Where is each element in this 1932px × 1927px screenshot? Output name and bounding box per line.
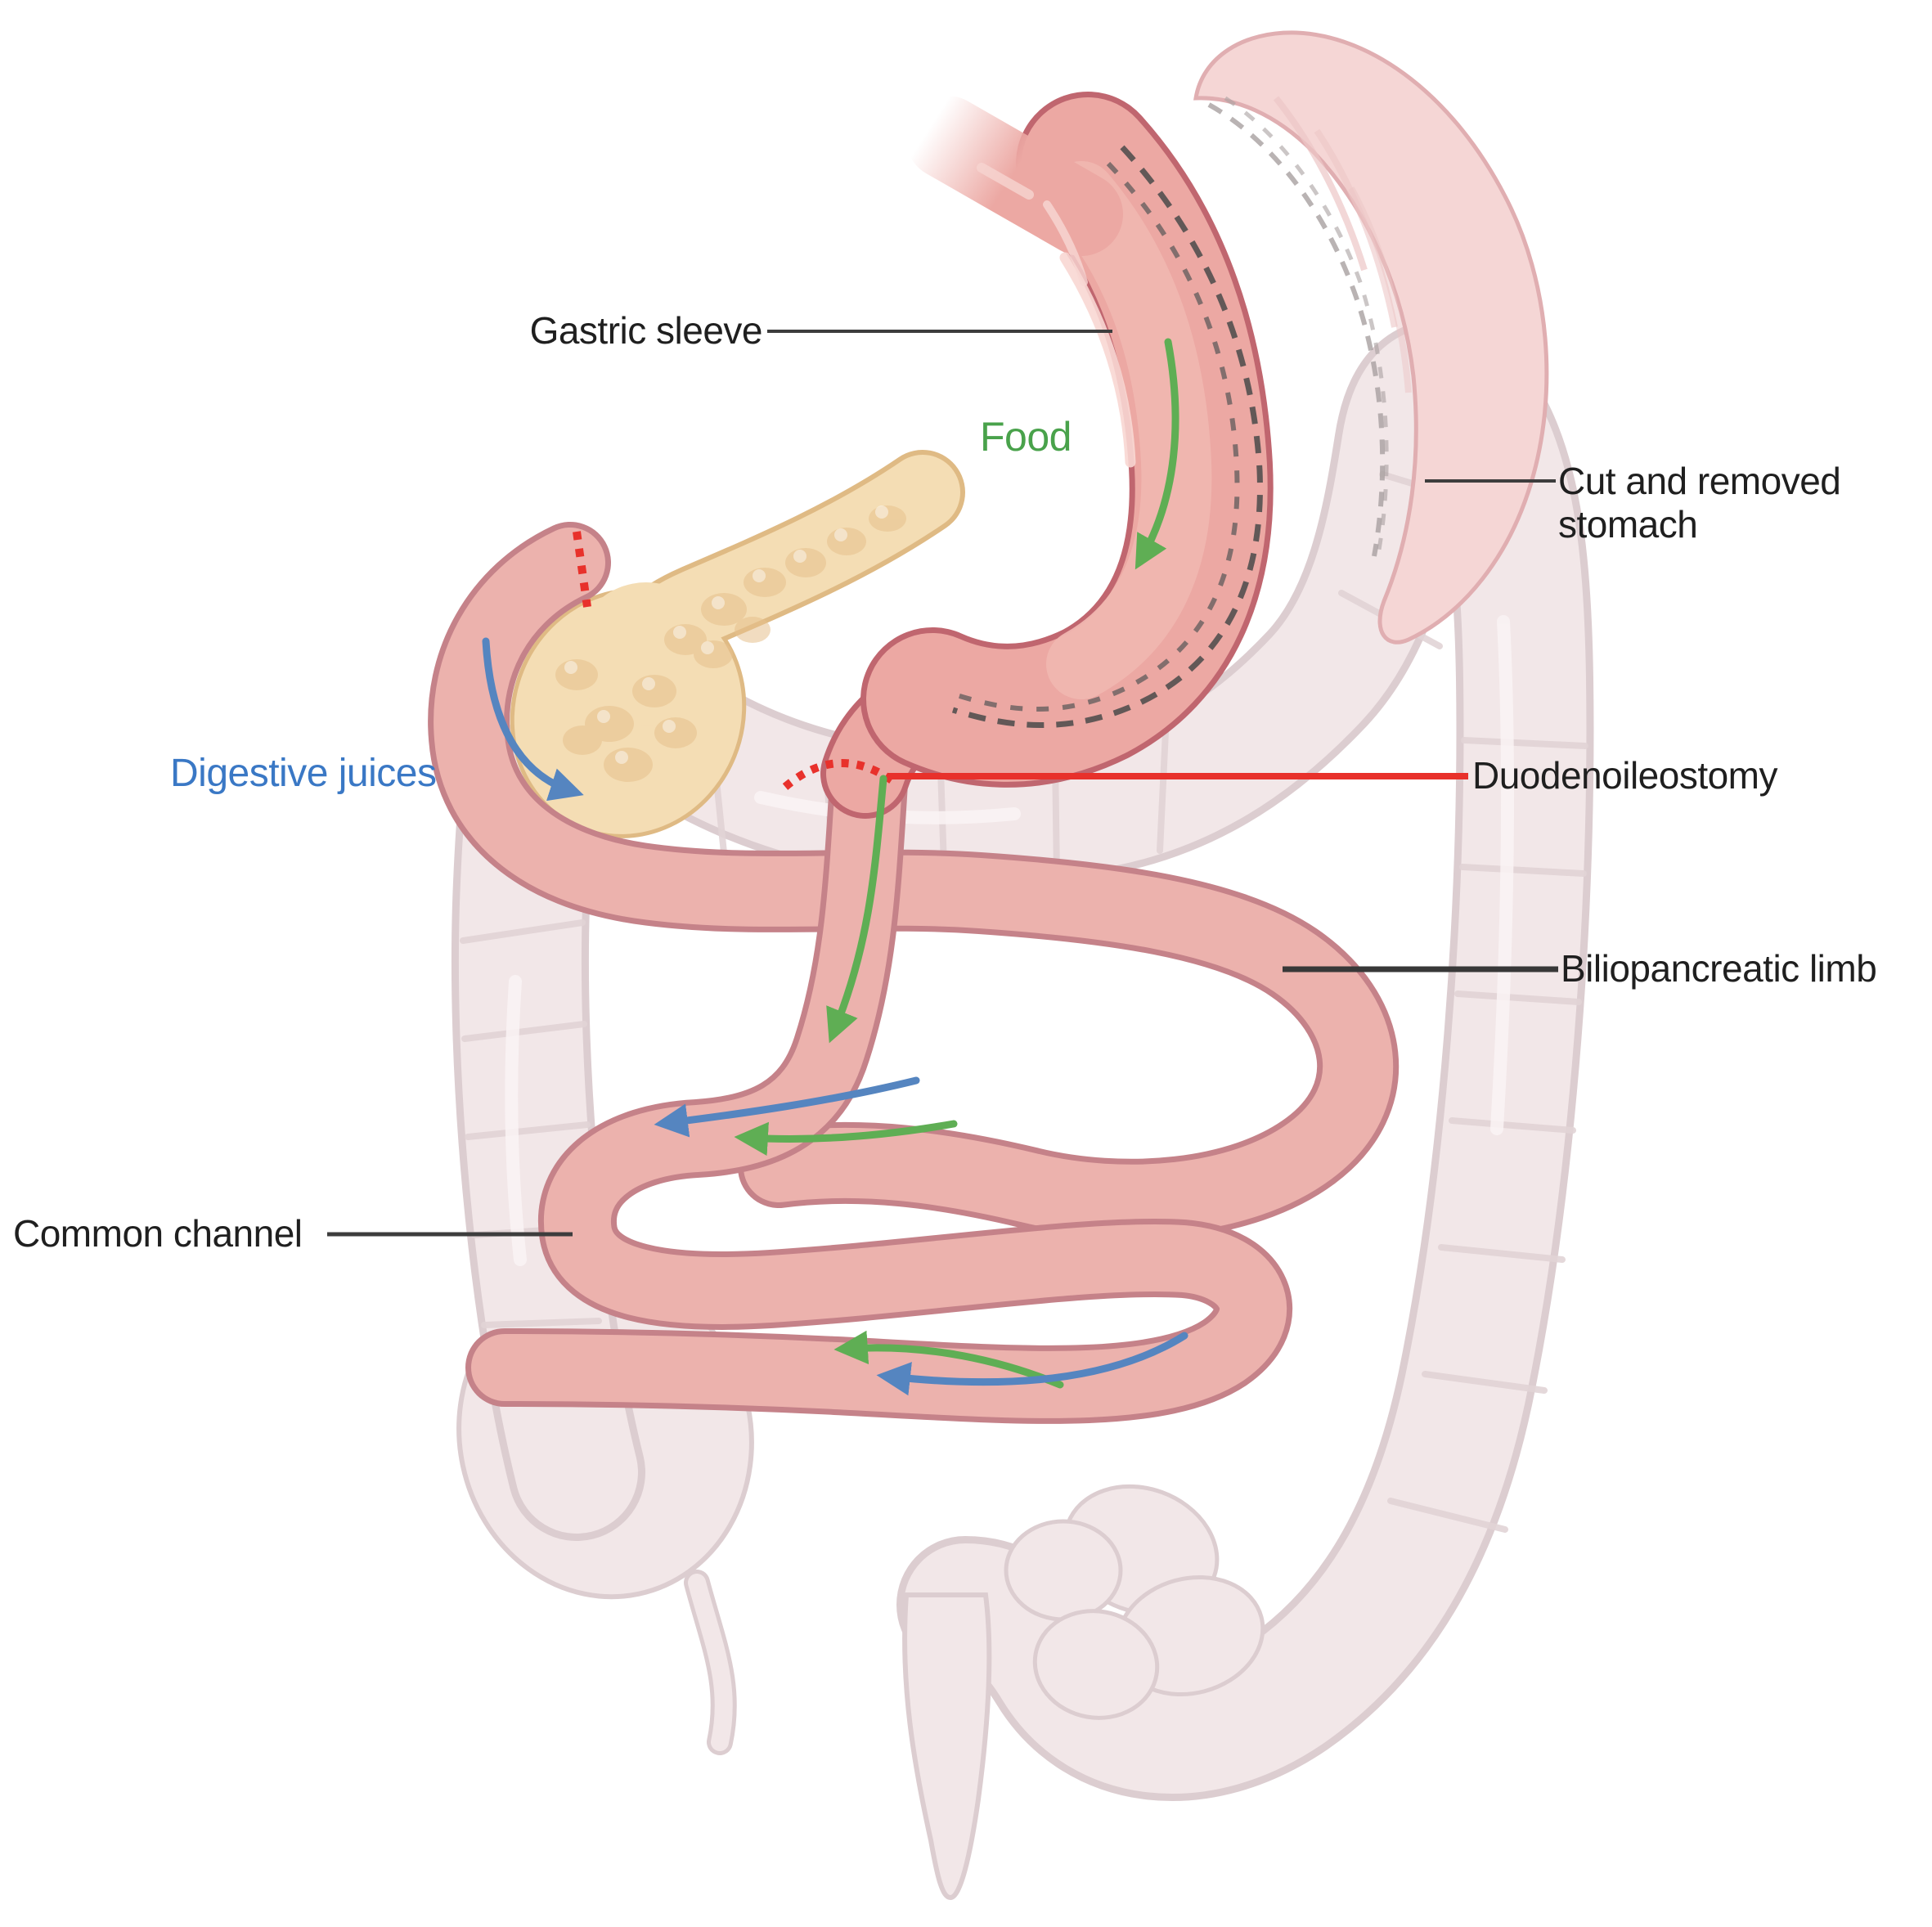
gastric-sleeve-icon	[820, 92, 1274, 819]
biliopancreatic-limb-icon	[428, 522, 1400, 1241]
leader-lines	[327, 330, 1558, 1237]
food-arrow-common-upper-icon	[734, 1120, 958, 1157]
food-arrow-sleeve-icon	[1134, 338, 1179, 570]
digestive-juices-label: Digestive juices	[170, 752, 437, 795]
food-arrow-common-lower-icon	[833, 1330, 1064, 1389]
duodenoileostomy-label: Duodenoileostomy	[1472, 754, 1778, 797]
juices-arrow-common-lower-icon	[876, 1332, 1188, 1396]
removed-stomach-icon	[1193, 30, 1549, 645]
juices-arrow-common-upper-icon	[654, 1076, 920, 1138]
food-arrow-limb-icon	[826, 775, 887, 1044]
flow-arrows	[482, 338, 1188, 1396]
food-label: Food	[980, 414, 1072, 460]
rectum-icon	[902, 1592, 992, 1901]
cut-marks-icon	[573, 531, 899, 790]
staple-line-icon	[951, 145, 1263, 728]
biliopancreatic-limb-label: Biliopancreatic limb	[1561, 947, 1877, 990]
juices-arrow-duodenum-icon	[482, 637, 584, 802]
common-channel-label: Common channel	[13, 1212, 303, 1255]
duodenal-stump-cut-icon	[573, 531, 591, 608]
cut-removed-stomach-label: Cut and removed stomach	[1558, 460, 1841, 546]
esophagus-icon	[905, 96, 1123, 256]
gastric-sleeve-label: Gastric sleeve	[529, 309, 763, 352]
